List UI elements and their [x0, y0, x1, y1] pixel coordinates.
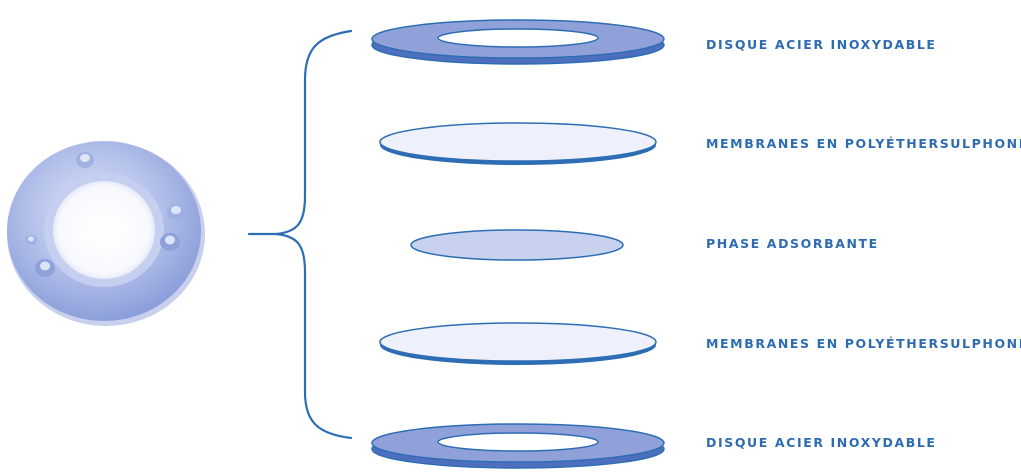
- bolt-icon: [160, 233, 180, 251]
- label-pes-membrane-bottom: MEMBRANES EN POLYÉTHERSULPHONE: [706, 336, 1021, 351]
- bolt-icon: [76, 152, 94, 168]
- label-adsorbent-phase: PHASE ADSORBANTE: [706, 236, 879, 251]
- bolt-icon: [25, 235, 37, 245]
- disc-photo-center-hole: [53, 181, 155, 279]
- label-steel-disc-top: DISQUE ACIER INOXYDABLE: [706, 37, 937, 52]
- steel-disc-bottom: [371, 423, 665, 469]
- sampler-disc-photo: [7, 141, 205, 326]
- curly-brace: [247, 29, 353, 440]
- steel-disc-top: [371, 19, 665, 65]
- pes-membrane-top: [379, 122, 657, 165]
- pes-membrane-bottom: [379, 322, 657, 365]
- bolt-icon: [167, 204, 185, 220]
- adsorbent-phase-disc: [410, 229, 624, 261]
- label-pes-membrane-top: MEMBRANES EN POLYÉTHERSULPHONE: [706, 136, 1021, 151]
- bolt-icon: [35, 259, 55, 277]
- label-steel-disc-bottom: DISQUE ACIER INOXYDABLE: [706, 435, 937, 450]
